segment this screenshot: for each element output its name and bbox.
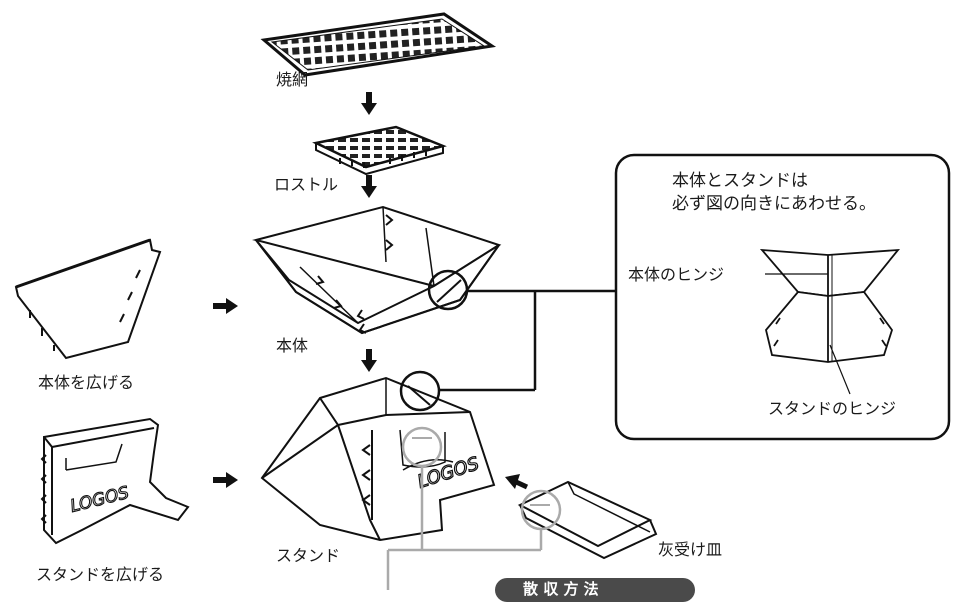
callout-line-2: 必ず図の向きにあわせる。 bbox=[672, 194, 876, 214]
stand-illustration bbox=[260, 376, 496, 542]
hinge-detail-illustration bbox=[759, 248, 901, 395]
body-illustration bbox=[252, 205, 502, 335]
callout-line-1: 本体とスタンドは bbox=[672, 171, 808, 191]
ash-tray-illustration bbox=[517, 480, 658, 560]
insert-arrow bbox=[505, 474, 529, 490]
label-rostle: ロストル bbox=[274, 175, 339, 194]
rostle-illustration bbox=[312, 125, 447, 176]
down-arrow-1 bbox=[361, 92, 377, 115]
right-arrow-1 bbox=[213, 298, 238, 314]
down-arrow-3 bbox=[361, 349, 377, 372]
down-arrow-2 bbox=[361, 175, 377, 198]
stand-detail-callout-lines bbox=[386, 426, 562, 590]
label-body-hinge: 本体のヒンジ bbox=[628, 265, 725, 284]
label-stand-hinge: スタンドのヒンジ bbox=[768, 399, 897, 418]
section-banner: 散 収 方 法 bbox=[495, 578, 695, 602]
folded-body-illustration bbox=[14, 238, 162, 360]
label-open-stand: スタンドを広げる bbox=[36, 565, 165, 584]
label-grill-net: 焼網 bbox=[276, 70, 309, 89]
label-stand: スタンド bbox=[276, 546, 341, 565]
callout-panel bbox=[614, 153, 951, 441]
label-body: 本体 bbox=[276, 336, 309, 355]
grill-net-illustration bbox=[260, 12, 497, 77]
hinge-callout-lines bbox=[399, 269, 616, 412]
label-ash-tray: 灰受け皿 bbox=[658, 540, 723, 559]
right-arrow-2 bbox=[213, 472, 238, 488]
folded-stand-illustration bbox=[40, 417, 190, 545]
label-open-body: 本体を広げる bbox=[38, 373, 135, 392]
